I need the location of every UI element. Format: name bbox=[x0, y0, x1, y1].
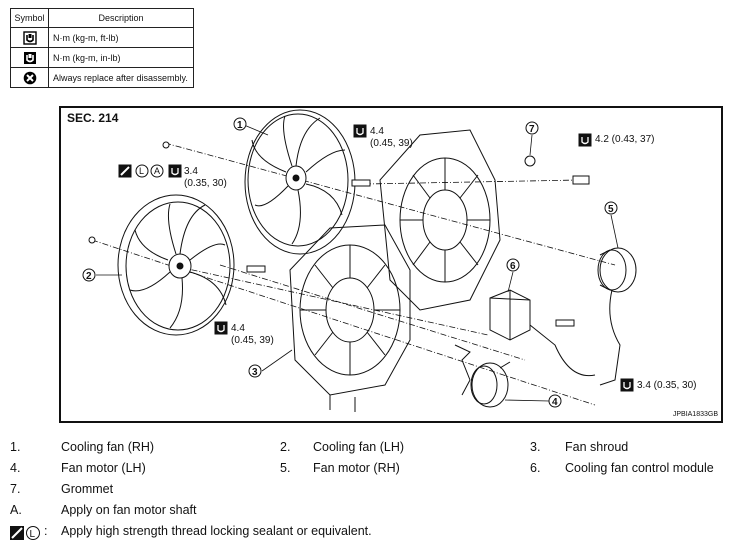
svg-text:1: 1 bbox=[237, 120, 243, 131]
fan-shroud-upper-illustration bbox=[379, 129, 501, 311]
sealant-mark-label: L bbox=[30, 529, 36, 540]
mark-l-label: L bbox=[139, 166, 144, 176]
control-module-illustration bbox=[489, 289, 596, 377]
mark-circles: L A bbox=[135, 164, 164, 178]
diagram-frame bbox=[59, 106, 723, 423]
replace-x-icon bbox=[23, 71, 36, 84]
part-marker-1: 1 bbox=[233, 117, 247, 131]
cooling-fan-rh-illustration bbox=[244, 109, 356, 255]
torque-callout-left: 3.4 (0.35, 30) bbox=[184, 166, 227, 189]
legend-header-description: Description bbox=[48, 8, 194, 28]
svg-text:3: 3 bbox=[252, 367, 258, 378]
legend-row-3-description: Always replace after disassembly. bbox=[48, 67, 194, 88]
apply-sealant-icon bbox=[118, 164, 132, 178]
leader-lines bbox=[96, 124, 619, 402]
fan-motor-rh-illustration bbox=[597, 247, 637, 386]
torque-wrench-icon bbox=[168, 164, 182, 178]
part-marker-6: 6 bbox=[506, 258, 520, 272]
alignment-axes bbox=[91, 142, 616, 406]
svg-text:5: 5 bbox=[608, 204, 614, 215]
torque-callout-lower: 4.4 (0.45, 39) bbox=[231, 323, 274, 346]
svg-text:6: 6 bbox=[510, 261, 516, 272]
bolts-illustration bbox=[88, 141, 590, 327]
torque-wrench-icon bbox=[578, 133, 592, 147]
torque-callout-right-bottom: 3.4 (0.35, 30) bbox=[637, 380, 697, 391]
fan-shroud-illustration bbox=[289, 224, 411, 412]
torque-wrench-icon bbox=[353, 124, 367, 138]
part-marker-7: 7 bbox=[525, 121, 539, 135]
svg-text:2: 2 bbox=[86, 271, 92, 282]
fan-motor-lh-illustration bbox=[454, 344, 511, 408]
svg-text:7: 7 bbox=[529, 124, 535, 135]
part-marker-3: 3 bbox=[248, 364, 262, 378]
cooling-fan-exploded-diagram: 1 2 3 4 5 6 7 L A bbox=[82, 109, 637, 412]
mark-a-label: A bbox=[154, 166, 160, 176]
torque-wrench-icon bbox=[620, 378, 634, 392]
part-marker-5: 5 bbox=[604, 201, 618, 215]
svg-text:4: 4 bbox=[552, 397, 558, 408]
cooling-fan-lh-illustration bbox=[117, 194, 235, 336]
part-marker-2: 2 bbox=[82, 268, 96, 282]
symbol-legend-table: Symbol Description N·m (kg-m, ft-lb) N·m… bbox=[10, 8, 194, 88]
legend-header-symbol: Symbol bbox=[10, 8, 49, 28]
torque-callout-top: 4.4 (0.45, 39) bbox=[370, 126, 413, 149]
torque-callout-right-top: 4.2 (0.43, 37) bbox=[595, 134, 655, 145]
legend-row-1-description: N·m (kg-m, ft-lb) bbox=[48, 27, 194, 48]
figure-id: JPBIA1833GB bbox=[672, 411, 718, 418]
torque-symbols bbox=[118, 124, 634, 392]
legend-row-2-description: N·m (kg-m, in-lb) bbox=[48, 47, 194, 68]
torque-wrench-icon bbox=[22, 30, 37, 45]
part-markers: 1 2 3 4 5 6 7 bbox=[82, 117, 618, 408]
torque-wrench-small-icon bbox=[23, 51, 36, 64]
part-marker-4: 4 bbox=[548, 394, 562, 408]
sealant-mark-icon: L bbox=[10, 526, 40, 540]
section-label: SEC. 214 bbox=[67, 111, 119, 125]
torque-wrench-icon bbox=[214, 321, 228, 335]
